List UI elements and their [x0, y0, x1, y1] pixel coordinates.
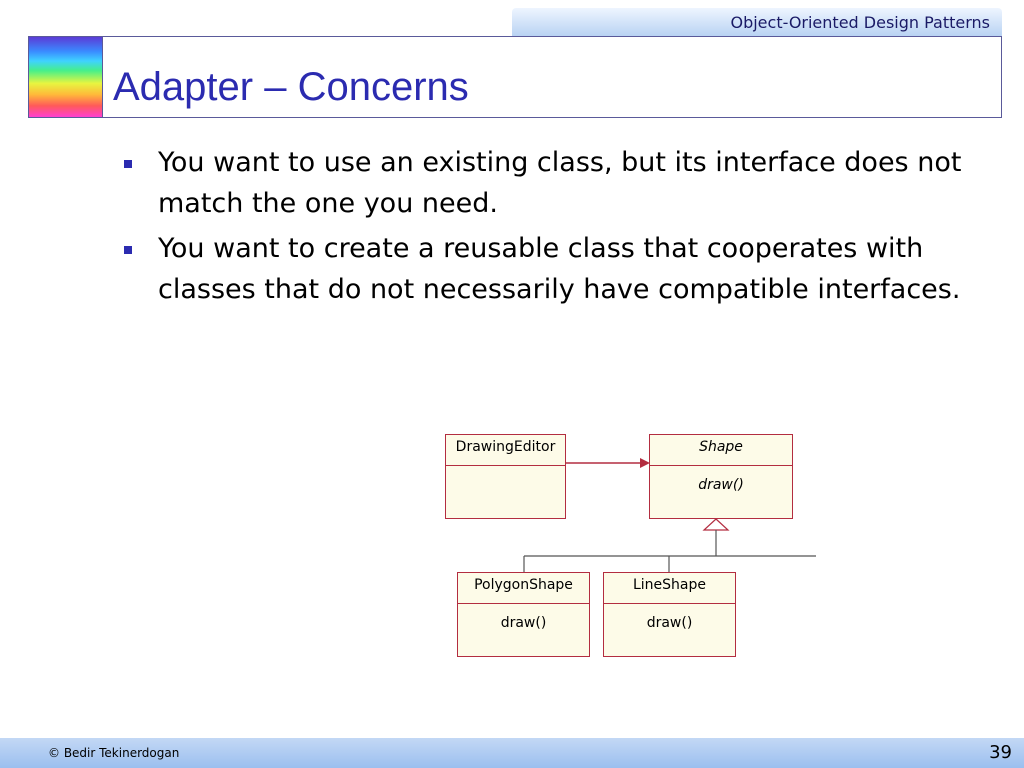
title-frame: Adapter – Concerns	[28, 36, 1002, 118]
class-name: LineShape	[604, 573, 735, 604]
class-shape: Shape draw()	[649, 434, 793, 519]
class-method: draw()	[698, 477, 744, 493]
square-bullet-icon	[124, 160, 132, 168]
bullet-item: You want to use an existing class, but i…	[120, 142, 980, 224]
class-name: PolygonShape	[458, 573, 589, 604]
class-name: DrawingEditor	[446, 435, 565, 466]
uml-connectors	[523, 458, 816, 572]
class-line-shape: LineShape draw()	[603, 572, 736, 657]
class-method: draw()	[500, 615, 547, 631]
course-title: Object-Oriented Design Patterns	[730, 12, 990, 32]
bullet-text: You want to create a reusable class that…	[158, 233, 961, 305]
footer-copyright: © Bedir Tekinerdogan	[48, 746, 180, 760]
class-polygon-shape: PolygonShape draw()	[457, 572, 590, 657]
bullet-item: You want to create a reusable class that…	[120, 228, 980, 310]
association-arrowhead	[640, 458, 650, 468]
rainbow-decoration	[29, 37, 103, 117]
uml-diagram: DrawingEditor Shape draw() PolygonShape …	[430, 420, 830, 670]
class-drawing-editor: DrawingEditor	[445, 434, 566, 519]
square-bullet-icon	[124, 246, 132, 254]
bullet-list: You want to use an existing class, but i…	[120, 142, 980, 314]
inheritance-triangle	[702, 518, 730, 531]
slide-title: Adapter – Concerns	[113, 65, 469, 109]
footer-bar: © Bedir Tekinerdogan 39	[0, 738, 1024, 768]
class-name: Shape	[650, 435, 792, 466]
class-method: draw()	[646, 615, 693, 631]
page-number: 39	[989, 742, 1012, 763]
bullet-text: You want to use an existing class, but i…	[158, 147, 962, 219]
header-tab: Object-Oriented Design Patterns	[512, 8, 1002, 36]
